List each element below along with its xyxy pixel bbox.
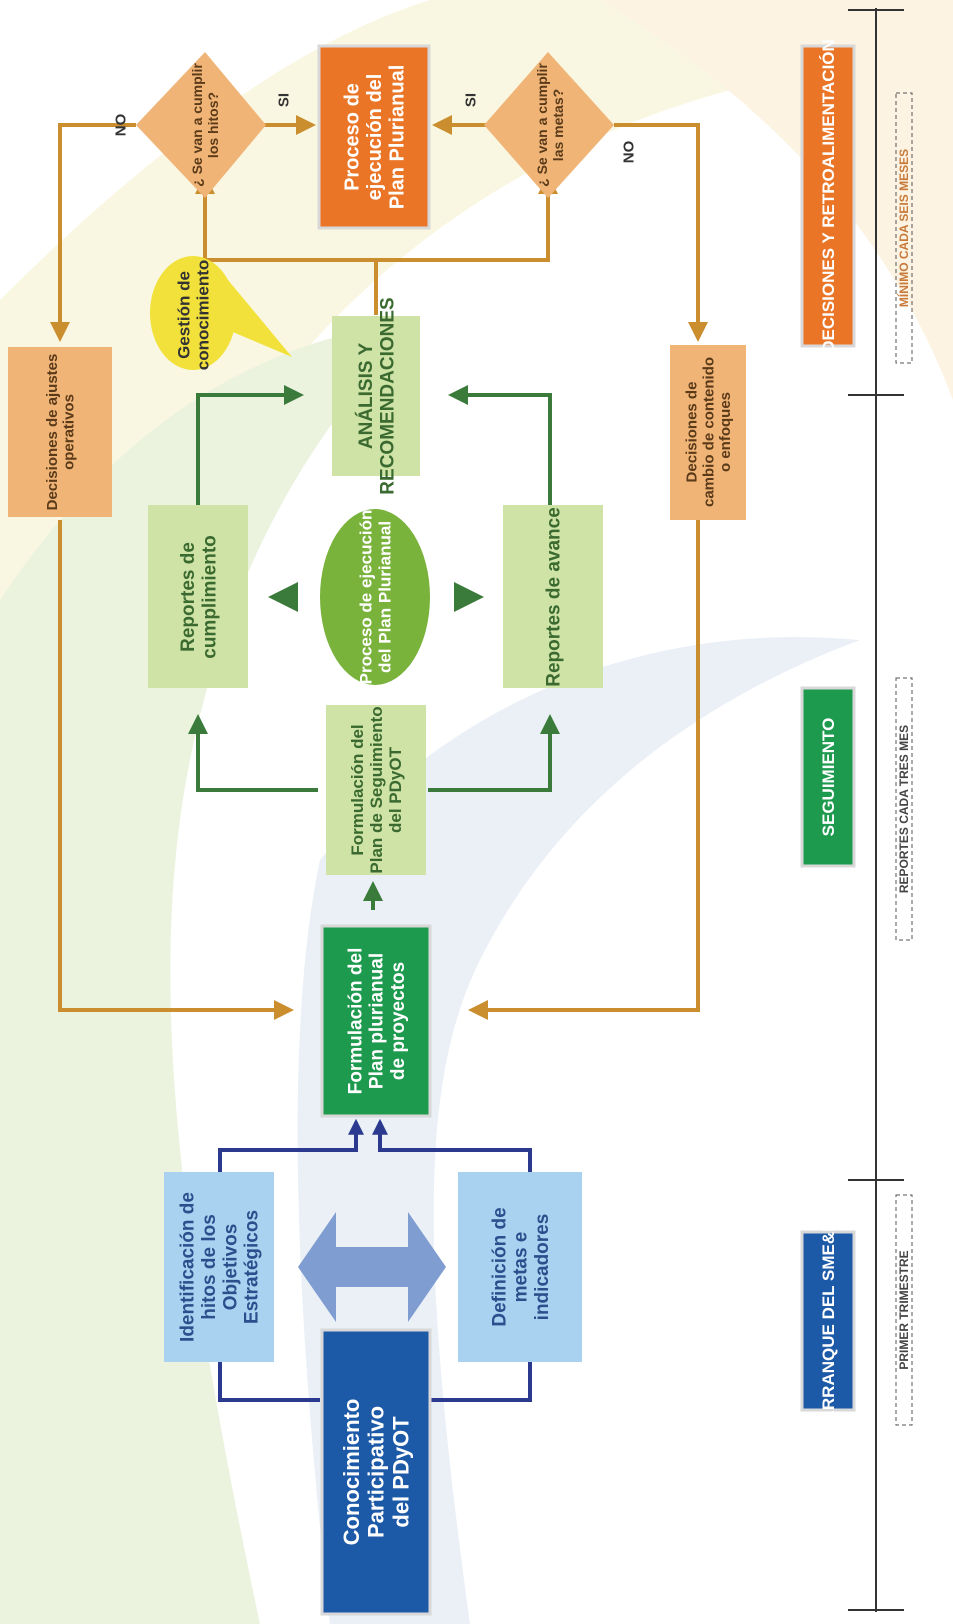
arrow-identificacion-formulacion	[218, 1118, 364, 1178]
phase-arranque-label: ARRANQUE DEL SME&R	[819, 1220, 838, 1423]
node-decisiones-ajustes-label: Decisiones de ajustesoperativos	[44, 354, 78, 511]
phase-seguimiento-label: SEGUIMIENTO	[819, 718, 838, 837]
node-formulacion-seguimiento-label: Formulación delPlan de Seguimientodel PD…	[348, 706, 405, 873]
metas-diamond	[484, 52, 614, 198]
formulacion-plan-box	[320, 924, 432, 1118]
node-identificacion-label: Identificación dehitos de losObjetivosEs…	[178, 1192, 263, 1342]
oval-pointers	[268, 582, 484, 612]
arrow-seguimiento-avance	[428, 714, 560, 792]
node-reportes-avance-label: Reportes de avance	[544, 507, 565, 687]
pointer-left-triangle	[268, 582, 298, 612]
arrow-seguimiento-cumplimiento	[188, 714, 318, 792]
node-analisis-label: ANÁLISIS YRECOMENDACIONES	[355, 297, 398, 494]
node-gestion-label: Gestión deconocimiento	[174, 260, 212, 371]
proceso-oval	[320, 509, 430, 685]
node-decisiones-cambio-label: Decisiones decambio de contenidoo enfoqu…	[683, 357, 734, 507]
reportes-avance-box	[503, 505, 603, 688]
node-definicion-label: Definición demetas eindicadores	[489, 1207, 553, 1326]
arrow-hitos-no	[50, 123, 136, 342]
formulacion-seguimiento-box	[326, 705, 426, 875]
analisis-box	[332, 316, 420, 476]
timing-arranque-label: PRIMER TRIMESTRE	[897, 1250, 911, 1369]
hitos-diamond	[136, 52, 266, 198]
definicion-box	[458, 1172, 582, 1362]
node-proceso-oval-label: Proceso de ejecucióndel Plan Plurianual	[356, 510, 394, 685]
node-metas-question-label: ¿ Se van a cumplirlas metas?	[534, 63, 566, 187]
decisiones-cambio-box	[670, 345, 746, 520]
timing-decisiones-label: MÍNIMO CADA SEIS MESES	[896, 149, 911, 307]
identificacion-box	[164, 1172, 274, 1362]
branch-no-top-label: NO	[112, 113, 129, 136]
arrow-definicion-formulacion	[372, 1118, 532, 1178]
decisiones-ajustes-box	[8, 347, 112, 517]
timeline	[848, 8, 913, 1612]
timing-seguimiento-label: REPORTES CADA TRES MES	[897, 725, 911, 893]
double-arrow-icon	[298, 1212, 446, 1322]
phase-decisiones-label: DECISIONES Y RETROALIMENTACIÓN	[819, 39, 838, 353]
connector-arrows	[50, 115, 708, 1402]
node-hitos-question-label: ¿ Se van a cumplirlos hitos?	[189, 63, 221, 187]
phase-decisiones-box	[800, 44, 856, 348]
node-proceso-ejecucion-label: Proceso deejecución delPlan Plurianual	[342, 65, 409, 209]
branch-si-top-label: SI	[275, 93, 292, 107]
arrow-ajustes-formulacion	[58, 520, 294, 1020]
arrow-avance-analisis	[448, 385, 552, 505]
node-reportes-cumplimiento-label: Reportes decumplimiento	[178, 535, 220, 659]
phase-seguimiento-box	[800, 686, 856, 868]
arrow-metas-no	[614, 123, 708, 342]
labels-layer: ConocimientoParticipativodel PDyOT Identi…	[44, 39, 911, 1545]
conocimiento-box	[320, 1328, 432, 1616]
nodes-layer	[8, 44, 856, 1616]
branch-si-bottom-label: SI	[462, 93, 479, 107]
arrow-cumplimiento-analisis	[196, 385, 304, 505]
reportes-cumplimiento-box	[148, 505, 248, 688]
node-formulacion-plan-label: Formulación delPlan plurianualde proyect…	[345, 948, 409, 1095]
branch-no-bottom-label: NO	[620, 140, 637, 163]
arrow-cambio-formulacion	[468, 520, 700, 1020]
arrow-analisis-hitos	[195, 174, 378, 315]
phase-arranque-box	[800, 1230, 856, 1412]
gestion-bubble	[150, 256, 292, 370]
pointer-right-triangle	[454, 582, 484, 612]
proceso-ejecucion-box	[317, 44, 431, 230]
node-conocimiento-label: ConocimientoParticipativodel PDyOT	[339, 1399, 413, 1546]
arrow-analisis-metas	[376, 174, 558, 262]
